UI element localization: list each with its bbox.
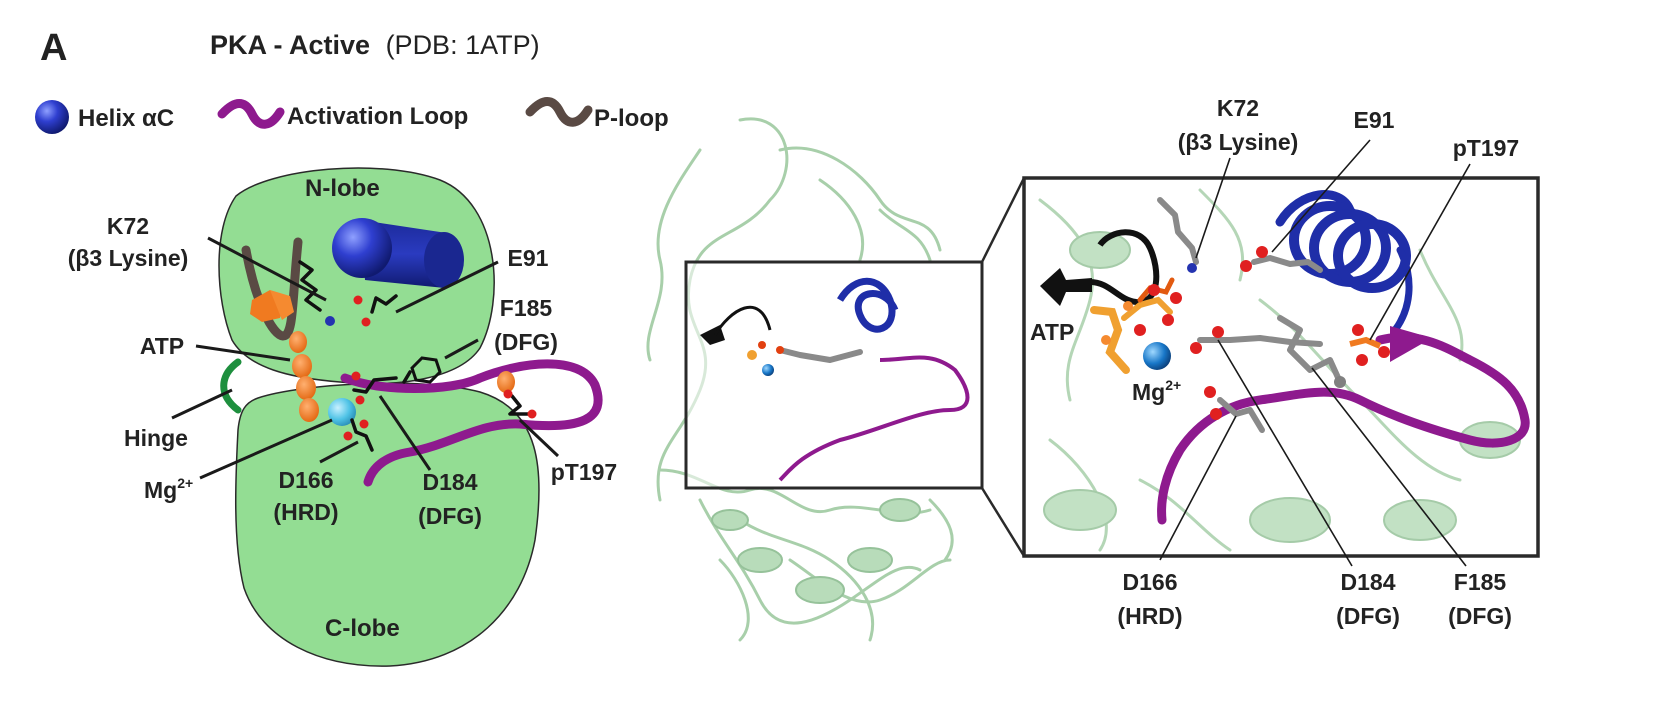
purple-wave-icon	[217, 99, 285, 129]
d184-side-chain	[351, 371, 398, 405]
overview-inset-box	[684, 260, 984, 490]
hinge-shape	[220, 358, 242, 414]
d166-side-chain	[343, 418, 374, 452]
mg-leader	[199, 418, 333, 480]
kinase-schematic: N-lobe C-lobe	[68, 167, 617, 667]
atp-molecule	[250, 290, 319, 422]
f185-leader	[444, 338, 479, 360]
legend-label-helix: Helix αC	[78, 105, 174, 132]
zoom-d166-label-line2: (HRD)	[1117, 603, 1182, 629]
d184-label-line1: D184	[423, 469, 478, 495]
zoom-f185-label-line1: F185	[1454, 569, 1507, 595]
zoom-f185-label-line2: (DFG)	[1448, 603, 1512, 629]
zoom-frame-border	[1022, 176, 1540, 558]
atp-label: ATP	[140, 333, 184, 359]
d184-label-line2: (DFG)	[418, 503, 482, 529]
c-lobe-label: C-lobe	[325, 615, 400, 642]
f185-label-line2: (DFG)	[494, 329, 558, 355]
mg-label-text: Mg	[144, 477, 177, 503]
zoom-pt197-label: pT197	[1453, 135, 1519, 161]
zoom-activation-arrow	[1390, 326, 1432, 362]
k72-label-line2: (β3 Lysine)	[68, 245, 189, 271]
zoom-side-chains	[1157, 197, 1346, 433]
p-loop-shape	[241, 237, 303, 341]
zoom-pt197-leader	[1369, 163, 1471, 341]
zoom-e91-label: E91	[1354, 107, 1395, 133]
zoom-k72-label-line2: (β3 Lysine)	[1178, 129, 1299, 155]
k72-leader	[207, 236, 327, 302]
zoom-k72-leader	[1195, 157, 1231, 259]
zoom-p-loop	[1089, 229, 1160, 305]
zoom-mg-label-sup: 2+	[1165, 377, 1181, 393]
brown-wave-icon	[525, 97, 593, 127]
zoom-d184-label-line2: (DFG)	[1336, 603, 1400, 629]
f185-ring	[402, 356, 442, 384]
zoom-pt197-phosphate	[1349, 324, 1390, 366]
zoom-f185-leader	[1311, 367, 1467, 567]
n-lobe-label: N-lobe	[305, 175, 380, 202]
zoom-connector-bottom	[980, 487, 1026, 557]
e91-leader	[395, 260, 499, 314]
mg-label: Mg2+	[144, 475, 193, 503]
d166-label-line2: (HRD)	[273, 499, 338, 525]
pt197-side-chain	[503, 389, 537, 419]
title-bold: PKA - Active	[210, 30, 370, 60]
zoom-atp	[1090, 277, 1182, 374]
zoom-connector-top	[980, 177, 1026, 263]
mg-label-sup: 2+	[177, 475, 193, 491]
title-normal: (PDB: 1ATP)	[386, 30, 540, 60]
d166-leader	[319, 440, 359, 464]
legend: Helix αC Activation Loop P-loop	[35, 97, 669, 134]
zoom-d166-leader	[1159, 415, 1237, 561]
legend-label-p-loop: P-loop	[594, 105, 669, 132]
zoom-d184-label-line1: D184	[1341, 569, 1396, 595]
zoom-k72-label-line1: K72	[1217, 95, 1259, 121]
e91-label: E91	[508, 245, 549, 271]
zoom-mg-label-text: Mg	[1132, 379, 1165, 405]
f185-label-line1: F185	[500, 295, 553, 321]
zoom-atp-label: ATP	[1030, 319, 1074, 345]
zoom-mg-ion	[1143, 342, 1171, 370]
activation-loop-shape	[340, 359, 603, 487]
zoom-d166-label-line1: D166	[1123, 569, 1178, 595]
zoom-e91-leader	[1271, 139, 1371, 253]
hinge-leader	[171, 388, 233, 420]
zoom-d184-leader	[1217, 339, 1353, 567]
atp-leader	[195, 344, 291, 362]
phosphate-bead	[497, 371, 515, 393]
k72-side-chain	[298, 260, 335, 326]
hinge-label: Hinge	[124, 425, 188, 451]
blue-sphere-icon	[35, 100, 69, 134]
pt197-label: pT197	[551, 459, 617, 485]
legend-label-activation-loop: Activation Loop	[287, 103, 468, 130]
zoom-helix-ac	[1275, 190, 1413, 334]
e91-side-chain	[353, 294, 398, 327]
pt197-leader	[518, 418, 560, 458]
protein-ribbon-overview	[646, 117, 954, 642]
zoom-p-loop-arrow	[1040, 268, 1092, 306]
helix-ac-cylinder	[332, 218, 464, 288]
zoom-activation-loop	[1157, 332, 1530, 525]
d166-label-line1: D166	[279, 467, 334, 493]
figure-title: PKA - Active (PDB: 1ATP)	[210, 30, 540, 60]
k72-label-line1: K72	[107, 213, 149, 239]
zoom-mg-label: Mg2+	[1132, 377, 1181, 405]
zoomed-view	[1022, 176, 1540, 558]
panel-letter: A	[40, 27, 67, 69]
mg-ion-sphere	[328, 398, 356, 426]
d184-leader	[378, 395, 432, 471]
